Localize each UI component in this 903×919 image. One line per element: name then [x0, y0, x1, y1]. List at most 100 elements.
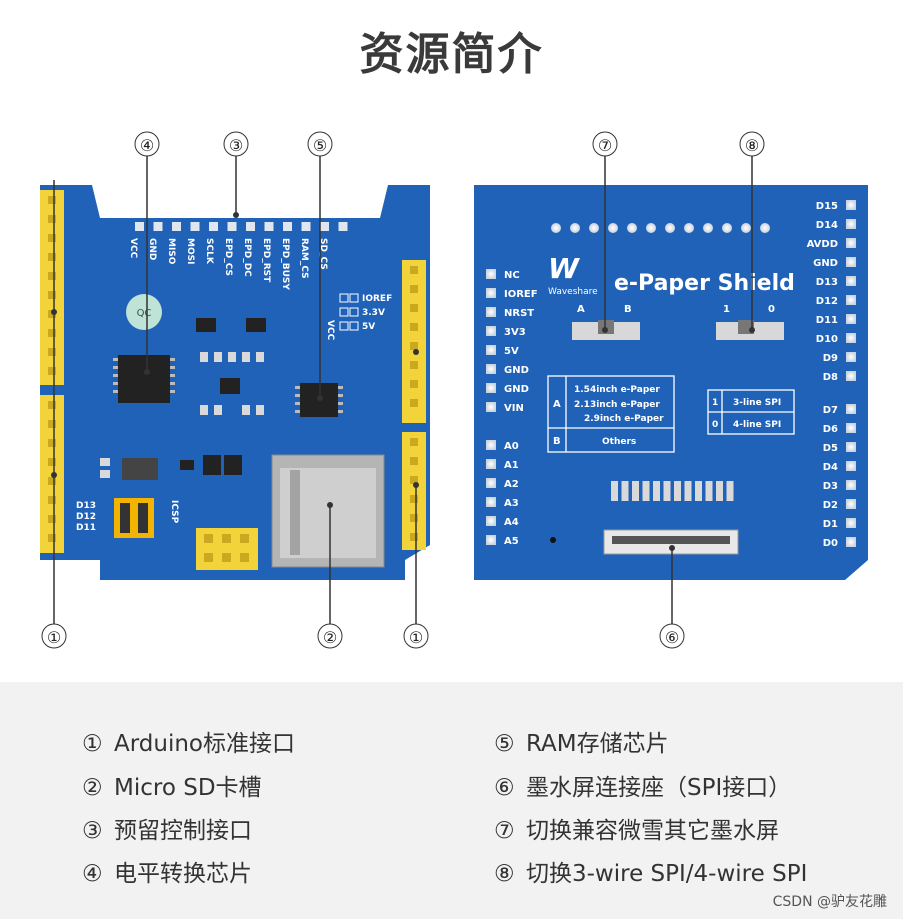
watermark: CSDN @驴友花雕: [772, 894, 887, 910]
pin: [486, 383, 496, 393]
pin-label: SD_CS: [318, 238, 328, 270]
pin: [486, 478, 496, 488]
pin-label: IOREF: [504, 289, 538, 300]
pin-label: D8: [823, 372, 838, 383]
qc-label: QC: [137, 308, 152, 319]
pin: [846, 257, 856, 267]
pin: [209, 222, 218, 231]
svg-text:3-line SPI: 3-line SPI: [733, 398, 781, 408]
page-title: 资源简介: [359, 29, 544, 80]
pin-label: D15: [816, 201, 838, 212]
pin: [646, 223, 656, 233]
pin: [338, 222, 348, 231]
pin-label: AVDD: [807, 239, 838, 250]
pin: [722, 223, 732, 233]
pin: [486, 326, 496, 336]
pin: [846, 314, 856, 324]
pin: [608, 223, 618, 233]
pin-label: D14: [816, 220, 838, 231]
pin-label: MISO: [166, 238, 176, 265]
pin-label: RAM_CS: [299, 238, 309, 279]
fpc-pad: [653, 481, 660, 501]
pin-label: D10: [816, 334, 838, 345]
pin: [846, 238, 856, 248]
level-shifter-chip: [118, 355, 170, 403]
pin: [846, 537, 856, 547]
pin: [665, 223, 675, 233]
svg-text:B: B: [624, 304, 632, 315]
callout-3: ③: [229, 136, 243, 155]
svg-text:4-line SPI: 4-line SPI: [733, 420, 781, 430]
back-right-pins: D15D14AVDDGNDD13D12D11D10D9D8D7D6D5D4D3D…: [807, 200, 856, 549]
callout-1-left: ①: [47, 628, 61, 647]
pin-label: A0: [504, 441, 519, 452]
fpc-pad: [716, 481, 723, 501]
v5-label: 5V: [362, 322, 375, 332]
pin: [301, 222, 311, 231]
pin: [486, 535, 496, 545]
svg-text:D12: D12: [76, 512, 96, 522]
svg-text:D11: D11: [76, 523, 96, 533]
fpc-pad: [695, 481, 702, 501]
arduino-header-right-bottom: [402, 432, 426, 550]
pin: [846, 276, 856, 286]
compat-table: [547, 375, 675, 453]
pin-label: D13: [816, 277, 838, 288]
pin: [846, 200, 856, 210]
pin: [486, 516, 496, 526]
brand-label: Waveshare: [548, 287, 598, 297]
pin-label: EPD_BUSY: [280, 238, 290, 290]
pin-label: D9: [823, 353, 838, 364]
spi-table: [707, 389, 795, 435]
callout-8: ⑧: [745, 136, 759, 155]
pin: [264, 222, 274, 231]
pin-label: EPD_DC: [242, 238, 252, 277]
pin-label: 3V3: [504, 327, 526, 338]
svg-text:2.13inch e-Paper: 2.13inch e-Paper: [574, 400, 660, 410]
pin-label: VIN: [504, 403, 524, 414]
pin-label: D5: [823, 443, 838, 454]
vcc-side-label: VCC: [325, 320, 335, 341]
v33-label: 3.3V: [362, 308, 385, 318]
arduino-header-right-top: [402, 260, 426, 423]
svg-text:D13: D13: [76, 501, 96, 511]
pin-label: NRST: [504, 308, 534, 319]
pin: [846, 518, 856, 528]
pin: [486, 440, 496, 450]
pin: [684, 223, 694, 233]
pin: [135, 222, 144, 231]
pin-label: NC: [504, 270, 520, 281]
pin-label: D7: [823, 405, 838, 416]
ioref-jumper: IOREF 3.3V 5V: [339, 293, 392, 332]
pin-label: SCLK: [204, 238, 214, 265]
svg-text:A: A: [577, 304, 585, 315]
pin-label: GND: [504, 365, 529, 376]
pin: [846, 295, 856, 305]
pin-label: D12: [816, 296, 838, 307]
fpc-pad: [642, 481, 650, 501]
callout-5: ⑤: [313, 136, 327, 155]
fpc-pad: [611, 481, 618, 501]
svg-text:A: A: [553, 399, 561, 410]
pin: [320, 222, 329, 231]
pin: [153, 222, 163, 231]
pin-label: VCC: [128, 238, 138, 259]
pin-label: 5V: [504, 346, 519, 357]
top-pin-row: [135, 222, 348, 231]
pin: [846, 442, 856, 452]
pin: [486, 402, 496, 412]
pin: [486, 288, 496, 298]
callout-labels: ④ ③ ⑤ ⑦ ⑧ ① ② ① ⑥: [41, 131, 765, 649]
pin-label: A4: [504, 517, 519, 528]
pin: [486, 364, 496, 374]
callout-markers: [51, 212, 755, 551]
pin: [283, 222, 292, 231]
pin: [190, 222, 200, 231]
callout-2: ②: [323, 628, 337, 647]
